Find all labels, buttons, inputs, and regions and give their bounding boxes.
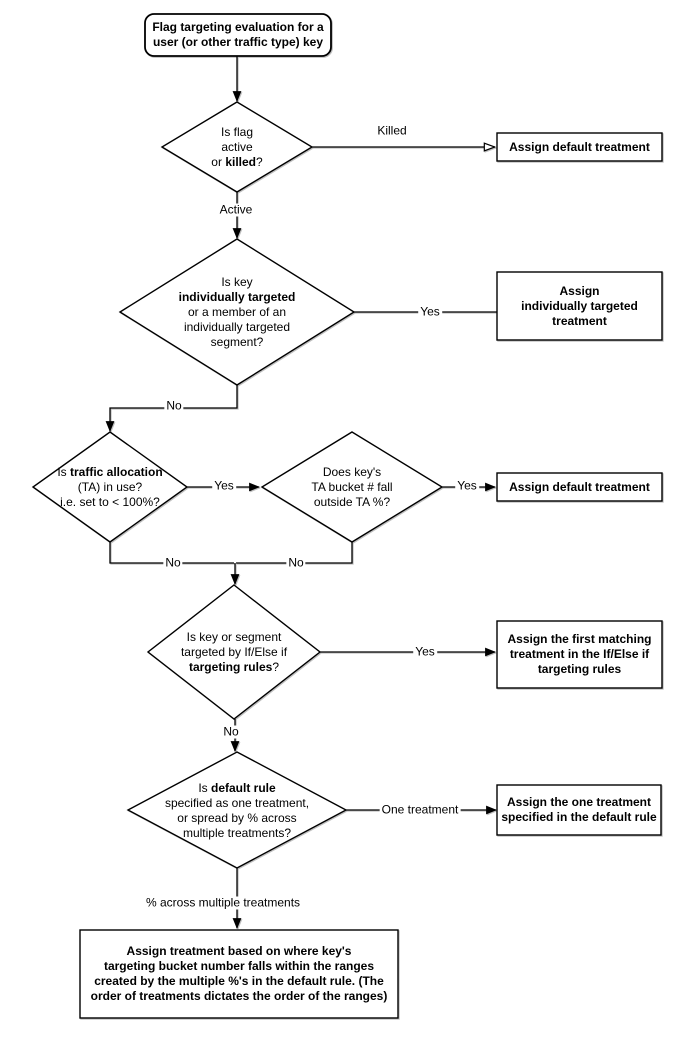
default-rule-line-3: or spread by % across [177, 811, 297, 825]
bucket-line-3: outside TA %? [313, 495, 391, 509]
bucket-line-1: Does key's [322, 465, 382, 479]
first-matching-line-2: treatment in the If/Else if [509, 647, 650, 661]
one-treatment-line-2: specified in the default rule [501, 810, 657, 824]
assign-individual-line-1: Assign [559, 283, 600, 298]
assign-default-1-shape [496, 132, 663, 162]
start-node-shape [144, 13, 332, 57]
edge-label-no-traffic: No [163, 555, 183, 570]
assign-first-matching-label: Assign the first matching treatment in t… [498, 621, 661, 688]
edge-label-yes-rules: Yes [413, 644, 437, 659]
edge-no-traffic [109, 542, 234, 564]
assign-ranges-shape [79, 929, 399, 1019]
decision-flag-active-shape [160, 101, 314, 193]
assign-individual-label: Assign individually targeted treatment [498, 272, 661, 340]
flag-line-3: or killed? [211, 155, 263, 169]
default-rule-line-2: specified as one treatment, [164, 796, 310, 810]
ranges-line-1: Assign treatment based on where key's [126, 944, 352, 958]
individual-line-1: Is key [221, 275, 253, 289]
decision-flag-active-label: Is flag active or killed? [167, 125, 307, 170]
default-rule-line-1: Is default rule [198, 781, 276, 795]
edge-no-bucket [236, 542, 353, 564]
flag-line-1: Is flag [220, 125, 253, 139]
assign-one-treatment-shape [496, 784, 662, 836]
assign-default-2-label: Assign default treatment [498, 473, 661, 501]
first-matching-line-1: Assign the first matching [507, 632, 652, 646]
assign-individual-shape [496, 271, 663, 341]
rules-line-2: targeted by If/Else if [180, 645, 288, 659]
assign-first-matching-shape [496, 620, 663, 689]
edge-label-pct-multiple: % across multiple treatments [143, 895, 303, 910]
traffic-line-3: i.e. set to < 100%? [60, 495, 160, 509]
default-rule-line-4: multiple treatments? [182, 826, 292, 840]
assign-individual-line-2: individually targeted [521, 298, 638, 313]
rules-line-3: targeting rules? [188, 660, 280, 674]
rules-line-1: Is key or segment [186, 630, 282, 644]
assign-default-1-label: Assign default treatment [498, 133, 661, 161]
edge-label-yes-individual: Yes [418, 304, 442, 319]
start-line-1: Flag targeting evaluation for a [152, 20, 324, 34]
decision-traffic-allocation-label: Is traffic allocation (TA) in use? i.e. … [22, 465, 198, 510]
decision-ta-bucket-label: Does key's TA bucket # fall outside TA %… [272, 465, 432, 510]
individual-line-3: or a member of an [187, 305, 287, 319]
start-line-2: user (or other traffic type) key [152, 35, 324, 49]
assign-one-treatment-label: Assign the one treatment specified in th… [498, 785, 660, 835]
individual-line-5: segment? [210, 335, 264, 349]
assign-default-2-text: Assign default treatment [509, 479, 650, 494]
traffic-line-1: Is traffic allocation [57, 465, 163, 479]
decision-ta-bucket-shape [260, 431, 444, 543]
individual-line-4: individually targeted [183, 320, 291, 334]
ranges-line-4: order of treatments dictates the order o… [90, 989, 388, 1003]
decision-targeting-rules-label: Is key or segment targeted by If/Else if… [139, 630, 329, 675]
assign-default-1-text: Assign default treatment [509, 139, 650, 154]
bucket-line-2: TA bucket # fall [311, 480, 393, 494]
first-matching-line-3: targeting rules [537, 662, 622, 676]
edge-label-no-individual: No [164, 398, 184, 413]
assign-ranges-label: Assign treatment based on where key's ta… [84, 932, 394, 1016]
decision-default-rule-shape [126, 751, 348, 869]
edge-label-one-treatment: One treatment [379, 802, 461, 817]
ranges-line-2: targeting bucket number falls within the… [103, 959, 375, 973]
assign-individual-line-3: treatment [552, 313, 607, 328]
decision-individually-targeted-label: Is key individually targeted or a member… [132, 275, 342, 350]
traffic-line-2: (TA) in use? [77, 480, 143, 494]
edge-label-killed: Killed [375, 123, 409, 138]
individual-line-2: individually targeted [178, 290, 296, 304]
decision-traffic-allocation-shape [31, 431, 189, 543]
edge-label-active: Active [217, 202, 255, 217]
one-treatment-line-1: Assign the one treatment [506, 795, 652, 809]
flag-line-2: active [221, 140, 253, 154]
assign-default-2-shape [496, 472, 663, 502]
start-node-label: Flag targeting evaluation for a user (or… [147, 15, 329, 55]
edge-label-yes-bucket: Yes [455, 478, 479, 493]
edge-label-no-rules: No [221, 724, 241, 739]
decision-default-rule-label: Is default rule specified as one treatme… [130, 781, 344, 841]
decision-individually-targeted-shape [118, 238, 356, 386]
decision-targeting-rules-shape [146, 584, 322, 720]
ranges-line-3: created by the multiple %'s in the defau… [94, 974, 384, 988]
edge-label-yes-traffic: Yes [212, 478, 236, 493]
edge-label-no-bucket: No [286, 555, 306, 570]
